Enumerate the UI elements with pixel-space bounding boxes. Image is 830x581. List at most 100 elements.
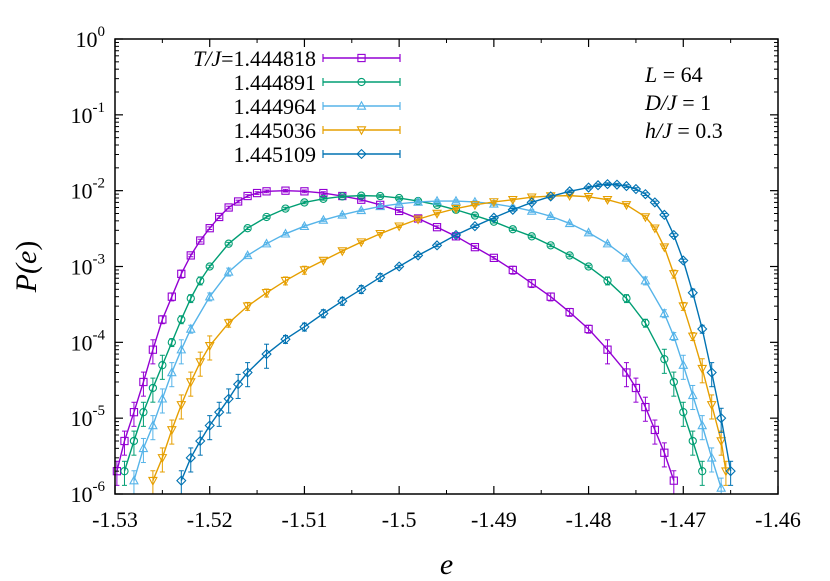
data-point [660, 448, 669, 457]
data-point [565, 251, 574, 260]
data-point [261, 289, 272, 299]
data-point [224, 203, 233, 212]
data-point [186, 294, 195, 303]
annotation-text: D/J = 1 [644, 90, 711, 115]
data-point [185, 378, 196, 388]
x-tick-label: -1.49 [471, 507, 517, 532]
x-tick-label: -1.52 [187, 507, 233, 532]
data-point [668, 229, 679, 241]
data-point [375, 201, 386, 211]
data-point [337, 247, 348, 257]
data-point [583, 193, 594, 203]
legend-label: 1.444964 [234, 94, 317, 119]
data-point [583, 182, 594, 193]
data-point [196, 276, 205, 285]
data-point [489, 253, 499, 263]
data-point [564, 186, 575, 197]
data-point [669, 377, 678, 387]
y-tick-label: 10-2 [71, 176, 106, 204]
data-point [470, 211, 480, 220]
data-point [300, 187, 309, 196]
legend-label: 1.445036 [234, 118, 317, 143]
legend-label: T/J=1.444818 [193, 46, 316, 71]
data-point [545, 210, 556, 220]
data-point [139, 408, 148, 417]
data-point [451, 195, 461, 205]
series-1.445109 [176, 178, 736, 495]
data-point [158, 361, 167, 370]
data-point [148, 345, 158, 354]
data-point [584, 324, 593, 334]
data-point [413, 215, 424, 225]
data-point [196, 236, 205, 245]
data-point [299, 266, 310, 276]
series-line [133, 200, 722, 489]
data-point [659, 243, 670, 253]
data-point [215, 212, 224, 222]
data-point [611, 179, 623, 190]
data-point [129, 436, 139, 446]
data-point [687, 332, 698, 342]
data-point [706, 401, 717, 411]
data-point [356, 204, 367, 215]
data-point [678, 255, 689, 266]
data-point [641, 318, 650, 328]
data-point [167, 338, 176, 347]
data-point [659, 308, 670, 318]
x-tick-label: -1.5 [382, 507, 417, 532]
data-point [469, 201, 480, 211]
data-point [318, 308, 329, 319]
data-point [262, 212, 271, 222]
data-point [319, 194, 328, 203]
legend-marker [356, 148, 367, 160]
data-point [176, 344, 187, 354]
data-point [337, 209, 348, 219]
data-point [375, 230, 386, 240]
series-layer [112, 178, 736, 495]
data-point [679, 408, 688, 417]
data-point [649, 197, 661, 208]
legend-label: 1.445109 [234, 142, 317, 167]
data-point [299, 321, 310, 333]
data-point [687, 389, 698, 400]
data-point [176, 475, 187, 486]
data-point [176, 401, 187, 411]
data-point [668, 270, 679, 280]
series-1.444964 [129, 195, 727, 495]
data-point [592, 180, 604, 191]
data-point [678, 359, 689, 369]
data-point [129, 408, 139, 417]
data-point [337, 295, 348, 307]
data-point [450, 229, 462, 241]
data-point [697, 364, 708, 374]
data-point [147, 476, 158, 487]
data-point [488, 198, 499, 208]
data-point [186, 251, 195, 260]
data-point [299, 220, 310, 230]
data-point [720, 467, 731, 477]
data-point [603, 276, 612, 285]
data-point [507, 204, 518, 215]
data-point [185, 323, 196, 333]
data-point [357, 191, 366, 200]
data-point [356, 284, 367, 295]
data-point [564, 218, 575, 228]
y-tick-label: 10-5 [71, 403, 106, 431]
series-1.444818 [112, 186, 678, 495]
legend-label: 1.444891 [234, 70, 317, 95]
data-point [394, 222, 405, 232]
data-point [470, 242, 480, 252]
legend-marker [357, 77, 366, 87]
data-point [715, 412, 727, 424]
annotation-text: L = 64 [644, 62, 703, 87]
data-point [583, 227, 594, 237]
data-point [431, 240, 443, 251]
data-point [261, 348, 272, 360]
data-point [177, 315, 186, 324]
data-point [451, 204, 461, 214]
data-point [526, 193, 537, 203]
data-point [214, 406, 225, 418]
data-point [129, 475, 139, 485]
data-point [621, 201, 632, 211]
